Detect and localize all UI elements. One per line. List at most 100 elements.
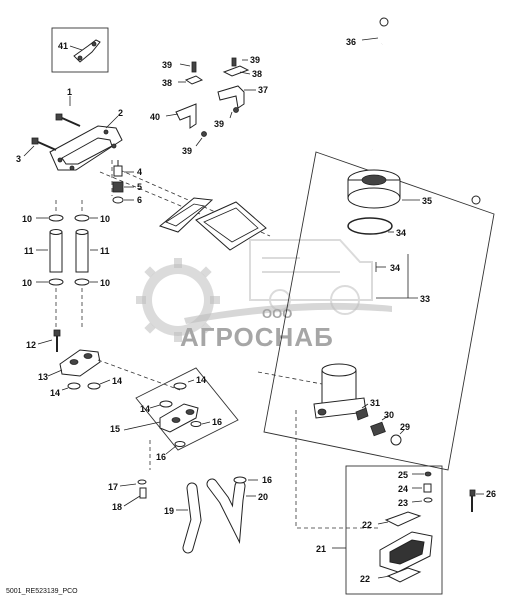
- fuel-line-36[interactable]: [342, 17, 481, 205]
- gasket-14-right[interactable]: [87, 382, 101, 390]
- washer-25[interactable]: [424, 471, 432, 477]
- cover-plate-2[interactable]: [49, 125, 123, 171]
- seal-ring-34[interactable]: [347, 217, 393, 235]
- o-ring-10-upper-right[interactable]: [74, 214, 90, 222]
- callout-36: 36: [346, 37, 356, 47]
- callout-14-box-mid: 14: [140, 404, 150, 414]
- callout-20: 20: [258, 492, 268, 502]
- watermark-company-prefix: ООО: [262, 306, 292, 321]
- callout-16-box-right: 16: [212, 417, 222, 427]
- callout-40: 40: [150, 112, 160, 122]
- callout-39-bottom-left: 39: [182, 146, 192, 156]
- callout-38-left: 38: [162, 78, 172, 88]
- callout-2: 2: [118, 108, 123, 118]
- gasket-14-box-top[interactable]: [173, 382, 187, 390]
- callout-39-top-right: 39: [250, 55, 260, 65]
- callout-10-upper-left: 10: [22, 214, 32, 224]
- spring-5[interactable]: [112, 181, 124, 193]
- plug-29[interactable]: [390, 434, 402, 446]
- screw-18[interactable]: [139, 487, 147, 499]
- washer-17[interactable]: [137, 479, 147, 485]
- diagram-reference-code: 5001_RE523139_PCO: [6, 588, 78, 595]
- gasket-22-upper[interactable]: [384, 511, 422, 527]
- flange-13[interactable]: [59, 349, 101, 377]
- assembly-15-frame: [135, 367, 239, 451]
- callout-6: 6: [137, 195, 142, 205]
- callout-22-upper: 22: [362, 520, 372, 530]
- callout-14-left: 14: [50, 388, 60, 398]
- callout-12: 12: [26, 340, 36, 350]
- tube-11-right[interactable]: [75, 229, 89, 273]
- screw-1[interactable]: [55, 113, 81, 127]
- bracket-37[interactable]: [217, 85, 245, 113]
- callout-22-lower: 22: [360, 574, 370, 584]
- callout-26: 26: [486, 489, 496, 499]
- fitting-24[interactable]: [423, 483, 432, 493]
- callout-11-right: 11: [100, 246, 110, 256]
- hose-19[interactable]: [182, 482, 202, 554]
- callout-3: 3: [16, 154, 21, 164]
- callout-39-mid-right: 39: [214, 119, 224, 129]
- callout-39-top-left: 39: [162, 60, 172, 70]
- callout-10-upper-right: 10: [100, 214, 110, 224]
- o-ring-16-box-right[interactable]: [190, 421, 202, 427]
- callout-25: 25: [398, 470, 408, 480]
- plug-4[interactable]: [113, 160, 123, 177]
- gasket-14-box-mid[interactable]: [159, 400, 173, 408]
- callout-37: 37: [258, 85, 268, 95]
- callout-23: 23: [398, 498, 408, 508]
- watermark-company-name: АГРОСНАБ: [180, 322, 334, 352]
- callout-35: 35: [422, 196, 432, 206]
- o-ring-10-lower-right[interactable]: [74, 278, 90, 286]
- filter-housing-body[interactable]: [313, 363, 367, 419]
- filter-base-frame: [345, 465, 443, 595]
- filter-assembly-frame: [263, 151, 495, 471]
- callout-31: 31: [370, 398, 380, 408]
- callout-21: 21: [316, 544, 326, 554]
- watermark-logo: ООО АГРОСНАБ: [136, 239, 392, 352]
- callout-10-lower-right: 10: [100, 278, 110, 288]
- callout-33: 33: [420, 294, 430, 304]
- hose-20[interactable]: [206, 478, 246, 545]
- callout-14-right: 14: [112, 376, 122, 386]
- o-ring-16-hose[interactable]: [233, 476, 247, 484]
- gasket-14-left[interactable]: [67, 382, 81, 390]
- o-ring-10-upper-left[interactable]: [48, 214, 64, 222]
- gasket-22-lower[interactable]: [386, 567, 422, 583]
- filter-cap-35[interactable]: [347, 169, 401, 209]
- callout-15: 15: [110, 424, 120, 434]
- callout-16-hose: 16: [262, 475, 272, 485]
- callout-5: 5: [137, 182, 142, 192]
- washer-6[interactable]: [112, 196, 124, 204]
- callout-4: 4: [137, 167, 142, 177]
- callout-13: 13: [38, 372, 48, 382]
- callout-10-lower-left: 10: [22, 278, 32, 288]
- fitting-31[interactable]: [355, 407, 369, 421]
- callout-1: 1: [67, 87, 72, 97]
- tube-11-left[interactable]: [49, 229, 63, 273]
- callout-41: 41: [58, 41, 68, 51]
- o-ring-10-lower-left[interactable]: [48, 278, 64, 286]
- o-ring-16-box-bottom[interactable]: [174, 441, 186, 447]
- bracket-41-frame: [51, 27, 109, 73]
- bracket-38[interactable]: [222, 57, 250, 77]
- manifold-15[interactable]: [159, 403, 199, 433]
- screw-12[interactable]: [53, 329, 61, 352]
- o-ring-23[interactable]: [423, 497, 433, 503]
- callout-34-upper: 34: [396, 228, 406, 238]
- callout-29: 29: [400, 422, 410, 432]
- callout-30: 30: [384, 410, 394, 420]
- callout-24: 24: [398, 484, 408, 494]
- callout-11-left: 11: [24, 246, 34, 256]
- stud-26[interactable]: [469, 489, 476, 512]
- bracket-40[interactable]: [175, 61, 207, 137]
- spring-30[interactable]: [370, 421, 386, 437]
- screw-3[interactable]: [31, 137, 57, 151]
- callout-34-lower: 34: [390, 263, 400, 273]
- callout-16-box-bottom: 16: [156, 452, 166, 462]
- filter-base-21[interactable]: [379, 531, 433, 573]
- callout-18: 18: [112, 502, 122, 512]
- gasket-housing[interactable]: [158, 197, 267, 251]
- callout-14-box-top: 14: [196, 375, 206, 385]
